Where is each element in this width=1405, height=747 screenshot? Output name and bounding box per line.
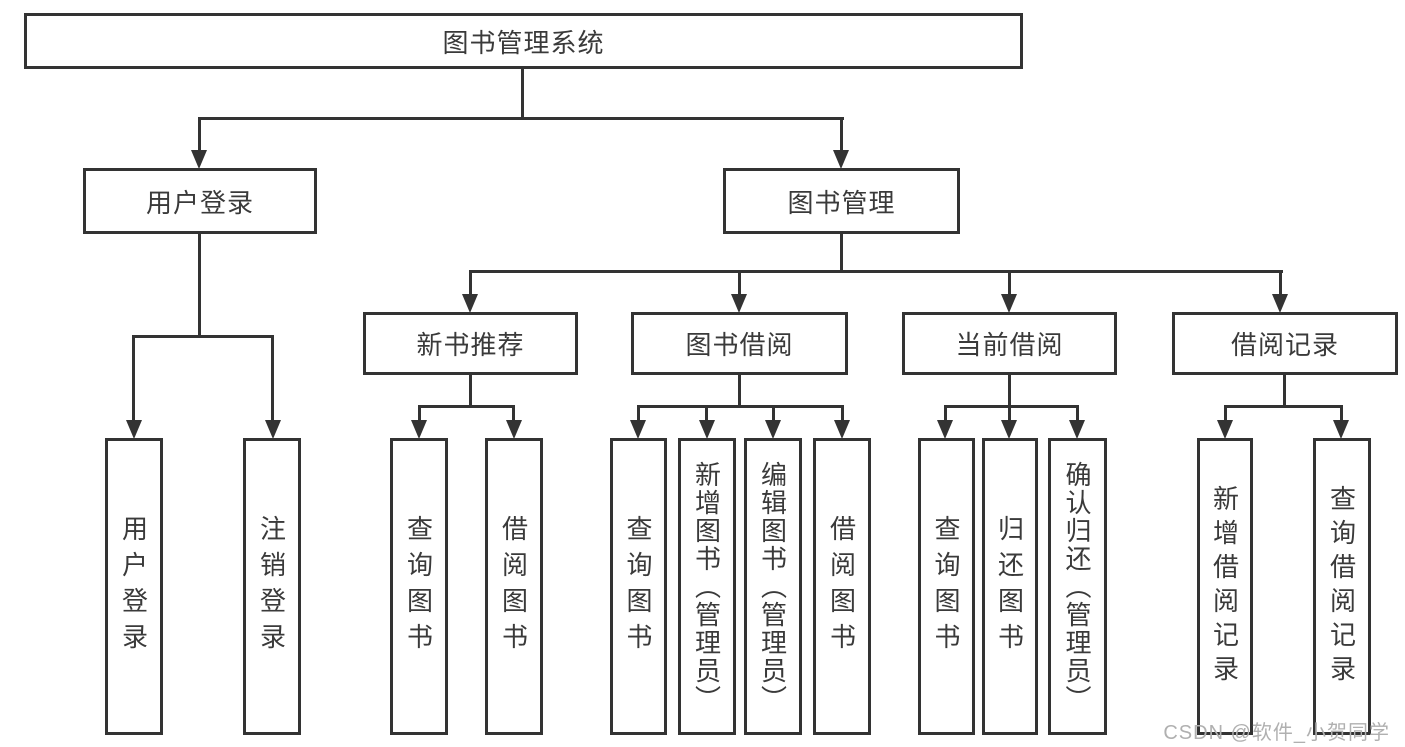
- leaf-newbook-borrow-label: 借阅图书: [498, 514, 529, 659]
- arrow-down-icon: [833, 150, 849, 169]
- node-book-borrow: 图书借阅: [631, 312, 848, 375]
- node-borrow-records-label: 借阅记录: [1230, 330, 1339, 360]
- connector: [1224, 405, 1343, 408]
- connector: [637, 405, 640, 421]
- leaf-records-add-label: 新增借阅记录: [1209, 484, 1240, 689]
- arrow-down-icon: [1001, 420, 1017, 439]
- connector: [637, 405, 843, 408]
- connector: [840, 117, 843, 151]
- connector: [1076, 405, 1079, 421]
- connector: [1283, 375, 1286, 407]
- connector: [271, 335, 274, 421]
- watermark: CSDN @软件_小贺同学: [1163, 722, 1390, 744]
- node-user-login-label: 用户登录: [145, 187, 254, 218]
- connector: [198, 117, 844, 120]
- leaf-borrow-query: 查询图书: [610, 438, 667, 735]
- connector: [1008, 270, 1011, 296]
- leaf-records-add: 新增借阅记录: [1197, 438, 1253, 735]
- leaf-newbook-query-label: 查询图书: [403, 514, 434, 659]
- arrow-down-icon: [191, 150, 207, 169]
- connector: [840, 234, 843, 273]
- connector: [469, 270, 1283, 273]
- arrow-down-icon: [731, 294, 747, 313]
- leaf-records-query-label: 查询借阅记录: [1326, 484, 1357, 689]
- node-current-borrow-label: 当前借阅: [955, 330, 1064, 360]
- arrow-down-icon: [1069, 420, 1085, 439]
- leaf-current-query-label: 查询图书: [931, 514, 961, 659]
- leaf-logout-label: 注销登录: [256, 514, 287, 659]
- leaf-borrow-edit: 编辑图书（管理员）: [744, 438, 802, 735]
- arrow-down-icon: [1333, 420, 1349, 439]
- connector: [469, 375, 472, 407]
- arrow-down-icon: [765, 420, 781, 439]
- leaf-user-login: 用户登录: [105, 438, 163, 735]
- connector: [1224, 405, 1227, 421]
- leaf-current-query: 查询图书: [918, 438, 975, 735]
- arrow-down-icon: [834, 420, 850, 439]
- connector: [944, 405, 1079, 408]
- node-book-mgmt-label: 图书管理: [787, 187, 896, 218]
- connector: [738, 375, 741, 407]
- node-user-login: 用户登录: [83, 168, 317, 234]
- node-current-borrow: 当前借阅: [902, 312, 1117, 375]
- leaf-records-query: 查询借阅记录: [1313, 438, 1371, 735]
- connector: [738, 270, 741, 296]
- connector: [1008, 405, 1011, 421]
- arrow-down-icon: [462, 294, 478, 313]
- connector: [198, 117, 201, 151]
- leaf-borrow-borrow: 借阅图书: [813, 438, 871, 735]
- leaf-borrow-add-label: 新增图书（管理员）: [691, 460, 722, 713]
- arrow-down-icon: [265, 420, 281, 439]
- node-borrow-records: 借阅记录: [1172, 312, 1398, 375]
- connector: [198, 234, 201, 337]
- node-book-borrow-label: 图书借阅: [685, 330, 794, 360]
- connector: [512, 405, 515, 421]
- node-root-label: 图书管理系统: [442, 27, 605, 58]
- leaf-logout: 注销登录: [243, 438, 301, 735]
- arrow-down-icon: [630, 420, 646, 439]
- arrow-down-icon: [1217, 420, 1233, 439]
- connector: [705, 405, 708, 421]
- leaf-borrow-query-label: 查询图书: [623, 514, 653, 659]
- arrow-down-icon: [1001, 294, 1017, 313]
- connector: [418, 405, 515, 408]
- arrow-down-icon: [411, 420, 427, 439]
- node-new-book-recommend-label: 新书推荐: [416, 330, 525, 360]
- connector: [132, 335, 274, 338]
- leaf-current-return: 归还图书: [982, 438, 1038, 735]
- arrow-down-icon: [937, 420, 953, 439]
- connector: [944, 405, 947, 421]
- connector: [1279, 270, 1282, 296]
- arrow-down-icon: [699, 420, 715, 439]
- connector: [1340, 405, 1343, 421]
- leaf-borrow-borrow-label: 借阅图书: [826, 514, 857, 659]
- connector: [521, 68, 524, 119]
- node-root: 图书管理系统: [24, 13, 1023, 69]
- connector: [418, 405, 421, 421]
- node-new-book-recommend: 新书推荐: [363, 312, 578, 375]
- arrow-down-icon: [126, 420, 142, 439]
- connector: [1008, 375, 1011, 407]
- leaf-current-confirm: 确认归还（管理员）: [1048, 438, 1107, 735]
- arrow-down-icon: [506, 420, 522, 439]
- leaf-current-confirm-label: 确认归还（管理员）: [1062, 460, 1092, 713]
- leaf-user-login-label: 用户登录: [118, 514, 149, 659]
- leaf-newbook-query: 查询图书: [390, 438, 448, 735]
- node-book-mgmt: 图书管理: [723, 168, 960, 234]
- connector: [772, 405, 775, 421]
- arrow-down-icon: [1272, 294, 1288, 313]
- connector: [469, 270, 472, 296]
- connector: [841, 405, 844, 421]
- leaf-borrow-edit-label: 编辑图书（管理员）: [757, 460, 788, 713]
- leaf-current-return-label: 归还图书: [994, 514, 1025, 659]
- leaf-borrow-add: 新增图书（管理员）: [678, 438, 736, 735]
- leaf-newbook-borrow: 借阅图书: [485, 438, 543, 735]
- connector: [132, 335, 135, 421]
